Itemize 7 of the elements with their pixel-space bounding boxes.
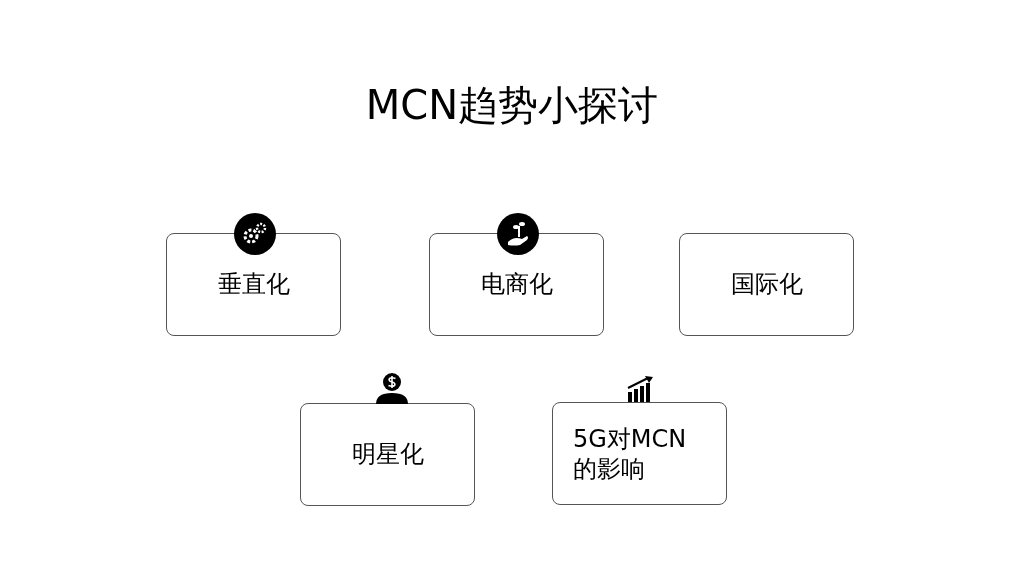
rounded-card — [679, 233, 854, 336]
card-label: 国际化 — [729, 269, 804, 299]
card-label: 5G对MCN的影响 — [573, 424, 688, 484]
card-label: 明星化 — [350, 439, 425, 469]
card-label: 垂直化 — [216, 269, 291, 299]
card-label: 电商化 — [479, 269, 554, 299]
title: MCN趋势小探讨 — [365, 81, 659, 130]
